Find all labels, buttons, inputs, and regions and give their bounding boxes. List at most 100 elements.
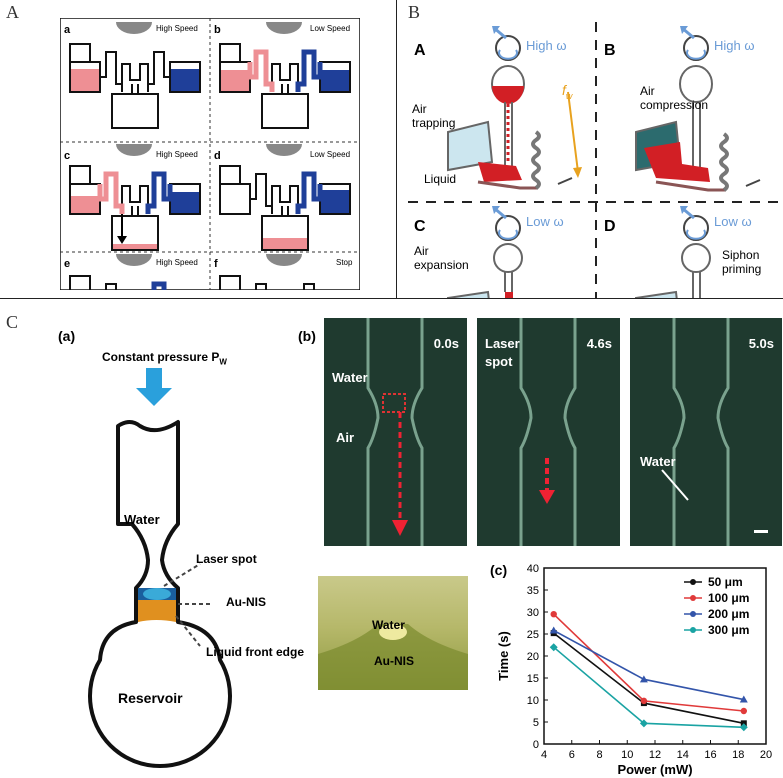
horizontal-divider [0, 298, 783, 299]
c-pressure-text: Constant pressure P [102, 350, 220, 364]
y-tick-label: 40 [527, 563, 539, 575]
y-tick-label: 35 [527, 585, 539, 597]
subpanel-b-speed: Low Speed [310, 24, 351, 33]
legend-marker [690, 611, 696, 617]
data-point [640, 697, 648, 705]
y-tick-label: 5 [533, 717, 539, 729]
b-sub-c-label: Air expansion [414, 244, 469, 272]
frame-2-spot: spot [485, 354, 513, 369]
b-sub-d-omega: Low ω [714, 214, 752, 229]
c-pressure-label: Constant pressure PW [102, 350, 227, 366]
frame-1-time: 0.0s [433, 336, 459, 351]
x-tick-label: 10 [621, 749, 633, 761]
vertical-divider [396, 0, 397, 298]
b-sub-a-omega: High ω [526, 38, 567, 53]
c-a-tag: (a) [58, 328, 76, 344]
b-force-sub: w [565, 90, 573, 101]
x-tick-label: 12 [649, 749, 661, 761]
c-b-frame-2: 4.6s Laser spot [477, 318, 620, 546]
y-tick-label: 20 [527, 651, 539, 663]
subpanel-c-speed: High Speed [156, 150, 198, 159]
frame-3-water: Water [640, 454, 676, 469]
c-b-frame-3: 5.0s Water [630, 318, 782, 546]
b-sub-b-omega: High ω [714, 38, 755, 53]
channel-shape [366, 318, 424, 546]
legend-label: 50 μm [708, 575, 743, 589]
y-tick-label: 15 [527, 673, 539, 685]
frame-1-water: Water [332, 370, 368, 385]
zoom-shape [318, 624, 468, 690]
c-pressure-sub: W [219, 357, 227, 367]
frame-3-time: 5.0s [748, 336, 774, 351]
legend-label: 300 μm [708, 623, 749, 637]
x-tick-label: 4 [541, 749, 547, 761]
subpanel-d-id: d [214, 150, 221, 162]
subpanel-a-speed: High Speed [156, 24, 198, 33]
subpanel-e-speed: High Speed [156, 258, 198, 267]
y-tick-label: 0 [533, 739, 539, 751]
c-c-tag: (c) [490, 562, 508, 578]
x-tick-label: 6 [569, 749, 575, 761]
zoom-water-label: Water [372, 618, 405, 632]
subpanel-a-id: a [64, 24, 71, 36]
frame-2-laser: Laser [485, 336, 520, 351]
b-sub-a-force: fw [562, 82, 572, 101]
b-sub-c-omega: Low ω [526, 214, 564, 229]
c-b-frames: 0.0s Water Air 4.6s Laser spot 5.0s Wate… [324, 318, 782, 546]
x-tick-label: 20 [760, 749, 772, 761]
data-point [639, 719, 648, 728]
b-sub-b-label: Air compression [640, 84, 709, 112]
panel-letter-b: B [408, 2, 421, 22]
b-sub-d-label: Siphon priming [722, 248, 762, 276]
b-sub-d-id: D [604, 218, 616, 235]
c-a-diagram [88, 368, 232, 768]
legend-marker [690, 579, 696, 585]
data-point [740, 707, 747, 715]
legend-marker [690, 627, 696, 633]
panel-letter-c: C [6, 312, 19, 332]
subpanel-f-id: f [214, 258, 218, 270]
legend-label: 200 μm [708, 607, 749, 621]
c-front-label: Liquid front edge [206, 645, 304, 659]
channel-shape [519, 318, 577, 546]
x-axis-label: Power (mW) [617, 762, 692, 777]
x-tick-label: 18 [732, 749, 744, 761]
b-sub-a-id: A [414, 42, 426, 59]
c-laser-label: Laser spot [196, 552, 257, 566]
b-sub-a-label-liquid: Liquid [424, 172, 457, 186]
y-axis-label: Time (s) [496, 631, 511, 681]
y-tick-label: 30 [527, 607, 539, 619]
c-aunis-label: Au-NIS [226, 595, 266, 609]
x-tick-label: 8 [596, 749, 602, 761]
subpanel-c-id: c [64, 150, 71, 162]
data-point [639, 675, 648, 683]
zoom-aunis-label: Au-NIS [374, 654, 414, 668]
panel-letter-a: A [6, 2, 19, 22]
c-reservoir-label: Reservoir [118, 690, 183, 706]
subpanel-d-speed: Low Speed [310, 150, 351, 159]
channel-shape [661, 318, 768, 546]
data-point [549, 643, 558, 652]
b-sub-c-id: C [414, 218, 426, 235]
frame-2-time: 4.6s [586, 336, 612, 351]
panel-b-figure [408, 22, 783, 298]
c-water-label: Water [124, 512, 160, 527]
b-force-symbol: f [562, 82, 566, 98]
legend-label: 100 μm [708, 591, 749, 605]
c-b-frame-1: 0.0s Water Air [324, 318, 467, 546]
zoom-micrograph: Water Au-NIS [318, 576, 468, 690]
y-tick-label: 25 [527, 629, 539, 641]
c-b-tag: (b) [298, 328, 316, 344]
b-sub-b-id: B [604, 42, 616, 59]
zoom-arrow [392, 412, 408, 536]
data-point [550, 611, 557, 618]
subpanel-e-id: e [64, 258, 71, 270]
frame-1-air: Air [336, 430, 355, 445]
y-tick-label: 10 [527, 695, 539, 707]
data-point [549, 626, 558, 634]
series-line [553, 646, 744, 729]
x-tick-label: 14 [677, 749, 689, 761]
subpanel-b-id: b [214, 24, 221, 36]
legend-marker [690, 595, 696, 601]
